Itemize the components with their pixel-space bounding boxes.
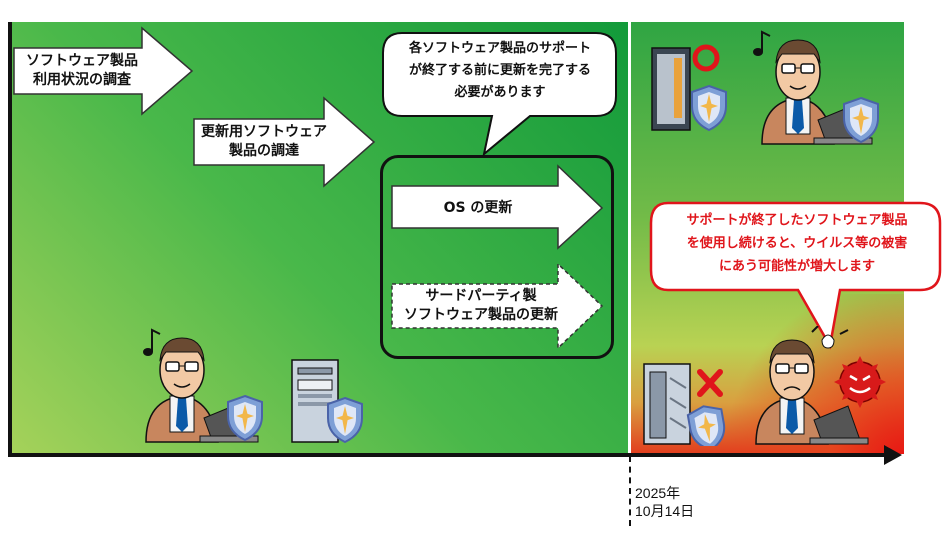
server-icon: [643, 363, 691, 445]
support-end-date: 2025年 10月14日: [635, 484, 694, 520]
shield-icon: [691, 84, 727, 132]
server-protected: [651, 44, 727, 132]
shield-icon: [327, 396, 363, 444]
support-end-divider: [629, 22, 631, 454]
timeline-y-axis: [8, 22, 12, 456]
support-callout-text: 各ソフトウェア製品のサポート が終了する前に更新を完了する 必要があります: [408, 41, 591, 100]
procure-arrow: [193, 96, 376, 188]
update-tasks-group: [380, 155, 614, 359]
timeline-arrowhead: [884, 445, 902, 465]
timeline-x-axis: [8, 453, 888, 457]
date-year: 2025年: [635, 485, 681, 501]
music-note-icon: [143, 328, 161, 356]
warning-callout: [649, 201, 942, 350]
cross-ng-icon: [697, 369, 723, 397]
warning-callout-text: サポートが終了したソフトウェア製品 を使用し続けると、ウイルス等の被害 にあう可…: [686, 213, 908, 274]
shield-icon: [843, 96, 879, 144]
date-day: 10月14日: [635, 503, 695, 519]
os-update-arrow: [391, 164, 604, 250]
person-worried: [755, 326, 886, 445]
circle-ok-icon: [692, 44, 720, 72]
third-party-update-label: サードパーティ製 ソフトウェア製品の更新: [404, 288, 558, 323]
os-update-label: OS の更新: [443, 200, 513, 216]
support-callout: [382, 32, 617, 157]
server-vulnerable: [643, 363, 726, 446]
shield-icon: [686, 405, 726, 446]
virus-icon: [834, 356, 886, 408]
survey-arrow: [13, 26, 194, 116]
deadline-dash-line: [629, 456, 631, 526]
shield-icon: [227, 394, 263, 442]
server-left: [291, 359, 363, 444]
sweat-icon: [811, 326, 849, 349]
music-note-icon: [753, 30, 771, 56]
person-working-right: [753, 30, 879, 145]
survey-arrow-label: ソフトウェア製品 利用状況の調査: [26, 53, 138, 88]
server-icon: [651, 47, 691, 131]
procure-arrow-label: 更新用ソフトウェア 製品の調達: [201, 124, 327, 159]
person-working-left: [143, 328, 263, 443]
third-party-update-arrow: [391, 262, 604, 350]
